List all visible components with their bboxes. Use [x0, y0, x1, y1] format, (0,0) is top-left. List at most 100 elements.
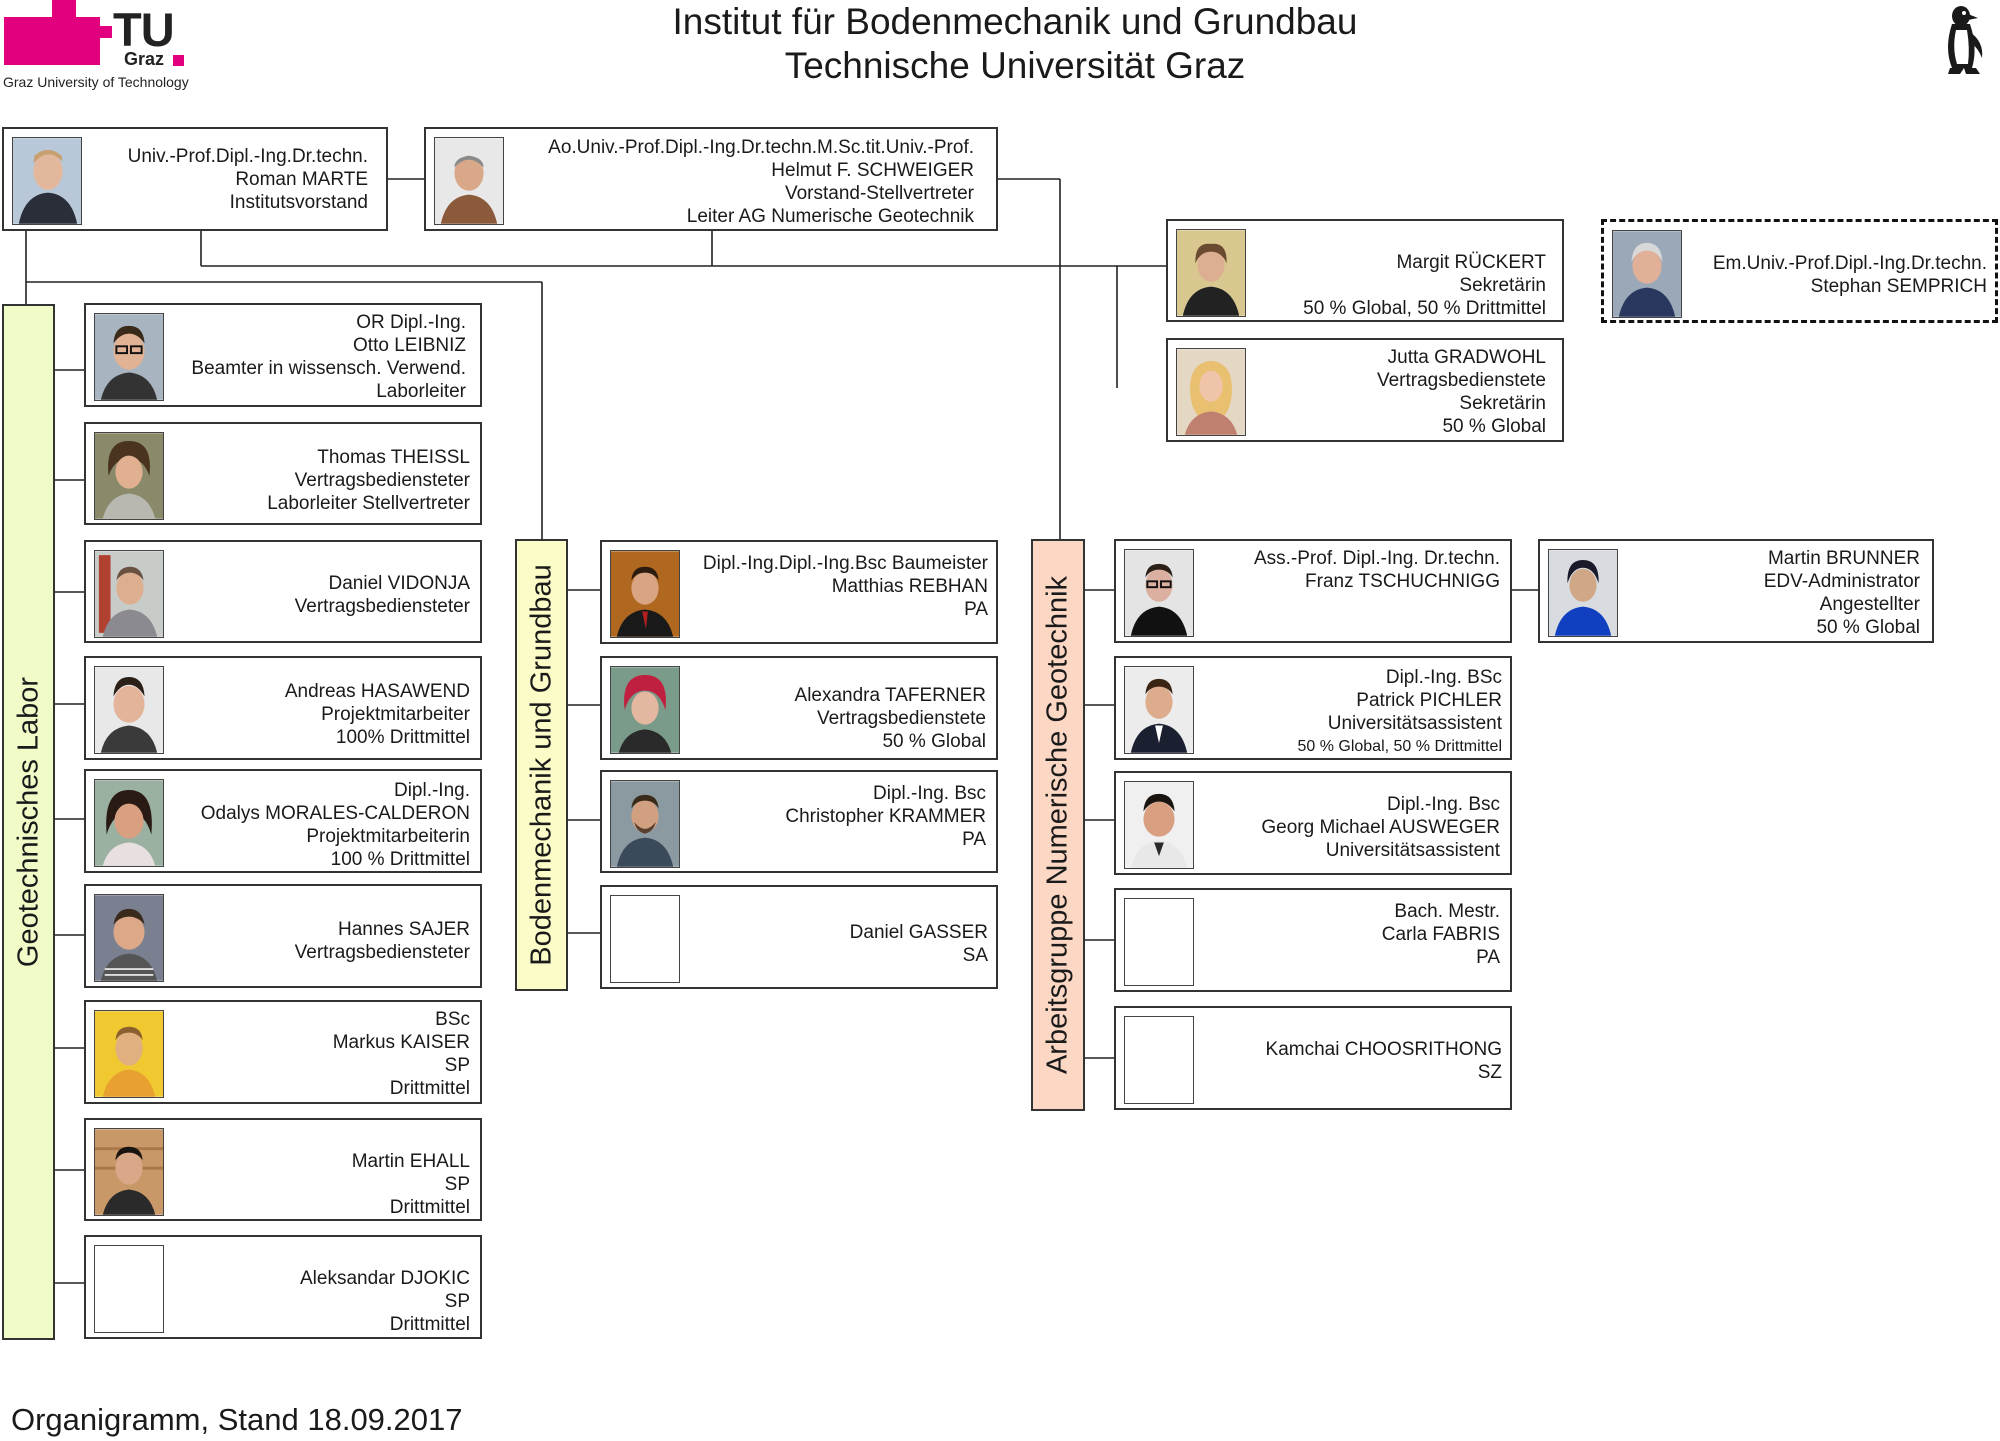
name-line: Hannes SAJER	[337, 919, 470, 940]
person-card-morales: Dipl.-Ing. Odalys MORALES-CALDERON Proje…	[84, 769, 482, 873]
logo-city: Graz	[124, 49, 165, 69]
person-card-djokic: Aleksandar DJOKIC SP Drittmittel	[84, 1235, 482, 1339]
footer-date-stamp: Organigramm, Stand 18.09.2017	[11, 1402, 463, 1437]
funding-line: 100% Drittmittel	[335, 727, 470, 748]
name-line: Kamchai CHOOSRITHONG	[1265, 1039, 1502, 1060]
name-line: Stephan SEMPRICH	[1810, 276, 1987, 297]
person-card-vidonja: Daniel VIDONJA Vertragsbediensteter	[84, 540, 482, 643]
role-line: PA	[962, 829, 986, 850]
funding-line: 50 % Global, 50 % Drittmittel	[1303, 298, 1546, 319]
role-line: Vertragsbedienstete	[816, 708, 986, 729]
portrait-photo	[1176, 348, 1246, 436]
role-line: Sekretärin	[1459, 393, 1546, 414]
title-line: Dipl.-Ing. Bsc	[1387, 794, 1500, 815]
person-card-hasawend: Andreas HASAWEND Projektmitarbeiter 100%…	[84, 656, 482, 760]
person-card-choosrithong: Kamchai CHOOSRITHONG SZ	[1114, 1006, 1512, 1110]
penguin-icon	[1942, 2, 1988, 76]
funding-line: 50 % Global	[882, 731, 986, 752]
role-line: Vorstand-Stellvertreter	[784, 183, 974, 204]
person-card-ausweger: Dipl.-Ing. Bsc Georg Michael AUSWEGER Un…	[1114, 771, 1512, 875]
role-line: Vertragsbediensteter	[294, 596, 470, 617]
person-card-rebhan: Dipl.-Ing.Dipl.-Ing.Bsc Baumeister Matth…	[600, 540, 998, 644]
title-line: Dipl.-Ing. BSc	[1385, 667, 1502, 688]
portrait-placeholder	[610, 895, 680, 983]
portrait-photo	[610, 780, 680, 868]
title-line: Dipl.-Ing.Dipl.-Ing.Bsc Baumeister	[702, 553, 988, 574]
name-line: Otto LEIBNIZ	[353, 335, 466, 356]
portrait-photo	[94, 313, 164, 401]
name-line: Markus KAISER	[332, 1032, 470, 1053]
name-line: Daniel VIDONJA	[328, 573, 471, 594]
role-line: Leiter AG Numerische Geotechnik	[686, 206, 974, 227]
portrait-photo	[1612, 230, 1682, 318]
department-label: Bodenmechanik und Grundbau	[525, 564, 557, 966]
role-line: SP	[444, 1291, 470, 1312]
department-numerische-geotechnik: Arbeitsgruppe Numerische Geotechnik	[1031, 539, 1085, 1111]
person-card-rueckert: Margit RÜCKERT Sekretärin 50 % Global, 5…	[1166, 219, 1564, 322]
role-line: Vertragsbediensteter	[294, 470, 470, 491]
portrait-photo	[434, 137, 504, 225]
portrait-photo	[610, 550, 680, 638]
role-line: PA	[964, 599, 988, 620]
role-line: SP	[444, 1174, 470, 1195]
funding-line: 50 % Global	[1816, 617, 1920, 638]
title-line: Em.Univ.-Prof.Dipl.-Ing.Dr.techn.	[1712, 253, 1987, 274]
university-title: Technische Universität Graz	[784, 45, 1246, 86]
person-card-semprich: Em.Univ.-Prof.Dipl.-Ing.Dr.techn. Stepha…	[1601, 219, 1998, 323]
funding-line: Drittmittel	[389, 1314, 470, 1335]
funding-line: 100 % Drittmittel	[330, 849, 470, 870]
name-line: Carla FABRIS	[1381, 924, 1500, 945]
tu-graz-logo: TU Graz Graz University of Technology	[0, 0, 200, 95]
person-card-tschuchnigg: Ass.-Prof. Dipl.-Ing. Dr.techn. Franz TS…	[1114, 539, 1512, 643]
role-line: Vertragsbediensteter	[294, 942, 470, 963]
name-line: Jutta GRADWOHL	[1387, 347, 1546, 368]
name-line: Martin EHALL	[351, 1151, 470, 1172]
role-line: Universitätsassistent	[1325, 840, 1500, 861]
name-line: Thomas THEISSL	[317, 447, 470, 468]
portrait-photo	[1176, 229, 1246, 317]
portrait-photo	[94, 550, 164, 638]
portrait-photo	[94, 1010, 164, 1098]
role-line: Angestellter	[1819, 594, 1920, 615]
logo-subtitle: Graz University of Technology	[3, 74, 189, 90]
department-label: Arbeitsgruppe Numerische Geotechnik	[1041, 575, 1074, 1075]
role-line: SZ	[1477, 1062, 1502, 1083]
role-line: Projektmitarbeiterin	[306, 826, 470, 847]
portrait-placeholder	[94, 1245, 164, 1333]
portrait-placeholder	[1124, 1016, 1194, 1104]
institute-title: Institut für Bodenmechanik und Grundbau	[672, 1, 1358, 42]
title-line: Ass.-Prof. Dipl.-Ing. Dr.techn.	[1253, 548, 1500, 569]
name-line: Patrick PICHLER	[1356, 690, 1502, 711]
role-line: Sekretärin	[1459, 275, 1546, 296]
name-line: Franz TSCHUCHNIGG	[1305, 571, 1500, 592]
role-line: SA	[962, 945, 988, 966]
portrait-photo	[1124, 549, 1194, 637]
portrait-photo	[12, 137, 82, 225]
title-line: Dipl.-Ing. Bsc	[873, 783, 986, 804]
name-line: Margit RÜCKERT	[1396, 252, 1546, 273]
person-card-gradwohl: Jutta GRADWOHL Vertragsbedienstete Sekre…	[1166, 338, 1564, 442]
title-line: Univ.-Prof.Dipl.-Ing.Dr.techn.	[127, 146, 368, 167]
role-line: Universitätsassistent	[1327, 713, 1502, 734]
title-line: OR Dipl.-Ing.	[356, 312, 466, 333]
person-card-ehall: Martin EHALL SP Drittmittel	[84, 1118, 482, 1221]
title-line: Bach. Mestr.	[1394, 901, 1500, 922]
name-line: Aleksandar DJOKIC	[299, 1268, 470, 1289]
department-bodenmechanik-grundbau: Bodenmechanik und Grundbau	[515, 539, 568, 991]
title-line: Ao.Univ.-Prof.Dipl.-Ing.Dr.techn.M.Sc.ti…	[548, 137, 974, 158]
role-line: Laborleiter Stellvertreter	[267, 493, 470, 514]
name-line: Christopher KRAMMER	[785, 806, 986, 827]
portrait-photo	[1124, 781, 1194, 869]
person-card-krammer: Dipl.-Ing. Bsc Christopher KRAMMER PA	[600, 770, 998, 873]
name-line: Odalys MORALES-CALDERON	[200, 803, 470, 824]
name-line: Georg Michael AUSWEGER	[1261, 817, 1500, 838]
name-line: Roman MARTE	[235, 169, 368, 190]
person-card-kaiser: BSc Markus KAISER SP Drittmittel	[84, 1000, 482, 1104]
title-line: Dipl.-Ing.	[393, 780, 470, 801]
name-line: Alexandra TAFERNER	[794, 685, 986, 706]
department-geotechnisches-labor: Geotechnisches Labor	[2, 304, 55, 1340]
portrait-photo	[1124, 666, 1194, 754]
portrait-photo	[1548, 549, 1618, 637]
role-line: PA	[1476, 947, 1500, 968]
person-card-pichler: Dipl.-Ing. BSc Patrick PICHLER Universit…	[1114, 656, 1512, 760]
